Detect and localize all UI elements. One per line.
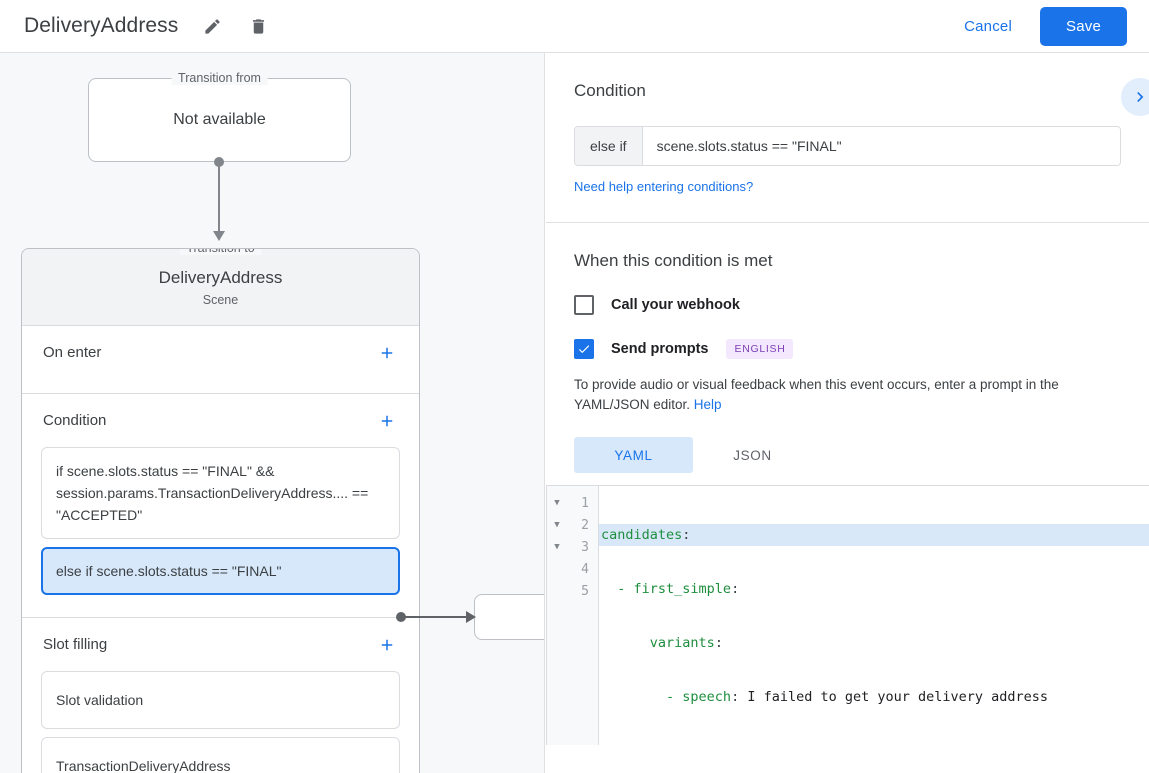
- code-key: candidates: [601, 527, 683, 543]
- condition-heading: Condition: [574, 81, 646, 100]
- webhook-label: Call your webhook: [611, 297, 740, 313]
- condition-item[interactable]: if scene.slots.status == "FINAL" && sess…: [41, 447, 400, 539]
- transition-from-legend: Transition from: [171, 71, 268, 85]
- gutter-line: ▼1: [547, 492, 598, 514]
- line-number: 3: [581, 539, 589, 555]
- trash-icon[interactable]: [246, 14, 270, 38]
- gutter-line: ▼2: [547, 514, 598, 536]
- scene-title: DeliveryAddress: [158, 267, 283, 287]
- condition-expression-input[interactable]: [642, 127, 1120, 165]
- section-header-slot-filling: Slot filling: [22, 618, 419, 671]
- webhook-checkbox[interactable]: [574, 295, 594, 315]
- send-prompts-checkbox[interactable]: [574, 339, 594, 359]
- code-key: variants: [649, 635, 715, 651]
- page-title: DeliveryAddress: [24, 14, 179, 37]
- code-line: - speech: I failed to get your delivery …: [599, 686, 1149, 708]
- fold-triangle-icon[interactable]: ▼: [554, 498, 560, 508]
- condition-input-row: else if: [574, 126, 1121, 166]
- section-condition: Condition if scene.slots.status == "FINA…: [22, 394, 419, 618]
- line-number: 5: [581, 583, 589, 599]
- section-title: Slot filling: [43, 636, 108, 653]
- code-colon: :: [714, 635, 723, 651]
- section-title: Condition: [43, 412, 107, 429]
- condition-detail-pane: Condition else if Need help entering con…: [546, 53, 1149, 773]
- code-indent: [601, 689, 666, 705]
- connector-dot-selected: [396, 612, 406, 622]
- section-header-condition: Condition: [22, 394, 419, 447]
- code-indent: [601, 635, 650, 651]
- tab-json[interactable]: JSON: [733, 447, 772, 463]
- transition-from-label: Not available: [173, 111, 266, 128]
- gutter-line: 5: [547, 580, 598, 602]
- webhook-checkbox-row[interactable]: Call your webhook: [574, 295, 1121, 315]
- code-line: candidates:: [599, 524, 1149, 546]
- transition-from-node[interactable]: Transition from Not available: [88, 71, 351, 162]
- connector-line-horizontal: [404, 616, 474, 618]
- line-number: 1: [581, 495, 589, 511]
- line-number: 2: [581, 517, 589, 533]
- code-line: [599, 740, 1149, 745]
- code-line: - first_simple:: [599, 578, 1149, 600]
- pencil-icon[interactable]: [200, 14, 224, 38]
- condition-prefix-label: else if: [575, 127, 643, 165]
- plus-icon[interactable]: [376, 634, 398, 656]
- code-colon: :: [731, 581, 740, 597]
- slot-filling-item[interactable]: Slot validation: [41, 671, 400, 729]
- connector-arrow-right: [466, 611, 476, 623]
- scene-subtitle: Scene: [202, 292, 239, 307]
- save-button[interactable]: Save: [1040, 6, 1127, 46]
- gutter-line: ▼3: [547, 536, 598, 558]
- header-actions: Cancel Save: [950, 6, 1127, 46]
- plus-icon[interactable]: [376, 342, 398, 364]
- tab-yaml[interactable]: YAML: [574, 437, 693, 473]
- send-prompts-label: Send prompts: [611, 341, 709, 357]
- when-condition-met-heading: When this condition is met: [574, 251, 773, 270]
- code-value: I failed to get your delivery address: [739, 689, 1049, 705]
- code-indent: [601, 581, 617, 597]
- section-title: On enter: [43, 344, 102, 361]
- fold-triangle-icon[interactable]: ▼: [554, 520, 560, 530]
- target-node-partial[interactable]: [474, 594, 544, 640]
- yaml-code-editor[interactable]: ▼1 ▼2 ▼3 4 5 candidates: - first_simple:…: [546, 485, 1149, 745]
- connector-arrow-down: [213, 231, 225, 241]
- prompt-note: To provide audio or visual feedback when…: [574, 375, 1121, 415]
- gutter-line: 4: [547, 558, 598, 580]
- plus-icon[interactable]: [376, 410, 398, 432]
- line-number: 4: [581, 561, 589, 577]
- fold-triangle-icon[interactable]: ▼: [554, 542, 560, 552]
- chevron-right-icon[interactable]: [1121, 78, 1149, 116]
- send-prompts-checkbox-row[interactable]: Send prompts ENGLISH: [574, 339, 1121, 359]
- prompt-help-link[interactable]: Help: [693, 397, 722, 412]
- code-line: variants:: [599, 632, 1149, 654]
- section-on-enter: On enter: [22, 326, 419, 394]
- code-key: - speech: [666, 689, 732, 705]
- language-badge: ENGLISH: [726, 339, 794, 359]
- transition-graph-pane: Transition from Not available Transition…: [0, 53, 545, 773]
- editor-gutter: ▼1 ▼2 ▼3 4 5: [547, 486, 599, 745]
- condition-item-selected[interactable]: else if scene.slots.status == "FINAL": [41, 547, 400, 595]
- app-header: DeliveryAddress Cancel Save: [0, 0, 1149, 53]
- scene-card-header[interactable]: DeliveryAddress Scene: [22, 249, 419, 326]
- code-colon: :: [731, 689, 740, 705]
- code-key: - first_simple: [617, 581, 732, 597]
- editor-format-tabs: YAML JSON: [574, 437, 1121, 473]
- section-header-on-enter: On enter: [22, 326, 419, 379]
- prompt-note-text: To provide audio or visual feedback when…: [574, 377, 1059, 412]
- connector-line-vertical: [218, 161, 220, 236]
- when-condition-met-block: When this condition is met Call your web…: [546, 223, 1149, 473]
- transition-to-node: Transition to DeliveryAddress Scene On e…: [21, 248, 420, 773]
- editor-code-area[interactable]: candidates: - first_simple: variants: - …: [599, 486, 1149, 745]
- transition-to-legend: Transition to: [179, 249, 262, 255]
- slot-filling-item[interactable]: TransactionDeliveryAddress: [41, 737, 400, 773]
- section-slot-filling: Slot filling Slot validation Transaction…: [22, 618, 419, 773]
- condition-help-link[interactable]: Need help entering conditions?: [574, 179, 754, 194]
- condition-block: Condition else if Need help entering con…: [546, 53, 1149, 223]
- code-colon: :: [682, 527, 691, 543]
- cancel-button[interactable]: Cancel: [950, 9, 1026, 44]
